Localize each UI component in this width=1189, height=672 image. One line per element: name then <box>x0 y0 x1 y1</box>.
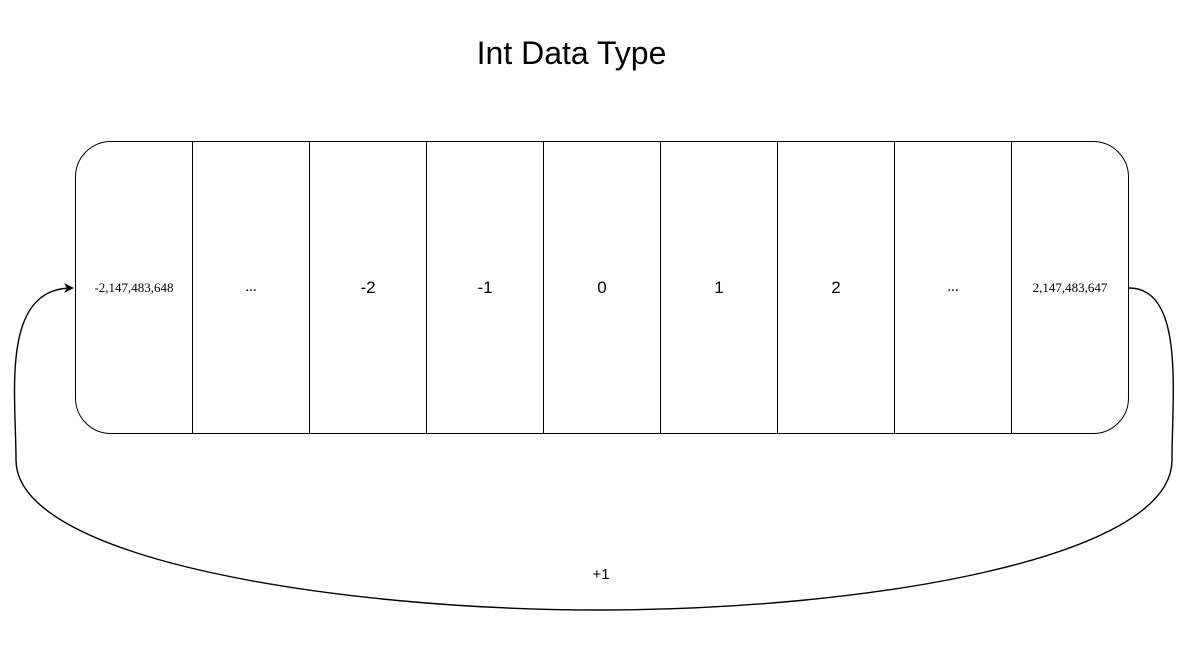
cell-zero: 0 <box>544 142 661 433</box>
diagram-title: Int Data Type <box>476 35 667 71</box>
cell-one: 1 <box>661 142 778 433</box>
cell-ellipsis-right: ... <box>895 142 1012 433</box>
cell-minus-two: -2 <box>310 142 427 433</box>
int-range-strip: -2,147,483,648 ... -2 -1 0 1 2 ... 2,147… <box>75 141 1129 434</box>
cell-max-value: 2,147,483,647 <box>1032 279 1108 295</box>
cell-minus-one: -1 <box>427 142 544 433</box>
cell-min-value: -2,147,483,648 <box>76 142 193 433</box>
overflow-increment-label: +1 <box>592 566 610 583</box>
overflow-wrap-path <box>13 283 1175 611</box>
cell-two: 2 <box>778 142 895 433</box>
cell-ellipsis-left: ... <box>193 142 310 433</box>
